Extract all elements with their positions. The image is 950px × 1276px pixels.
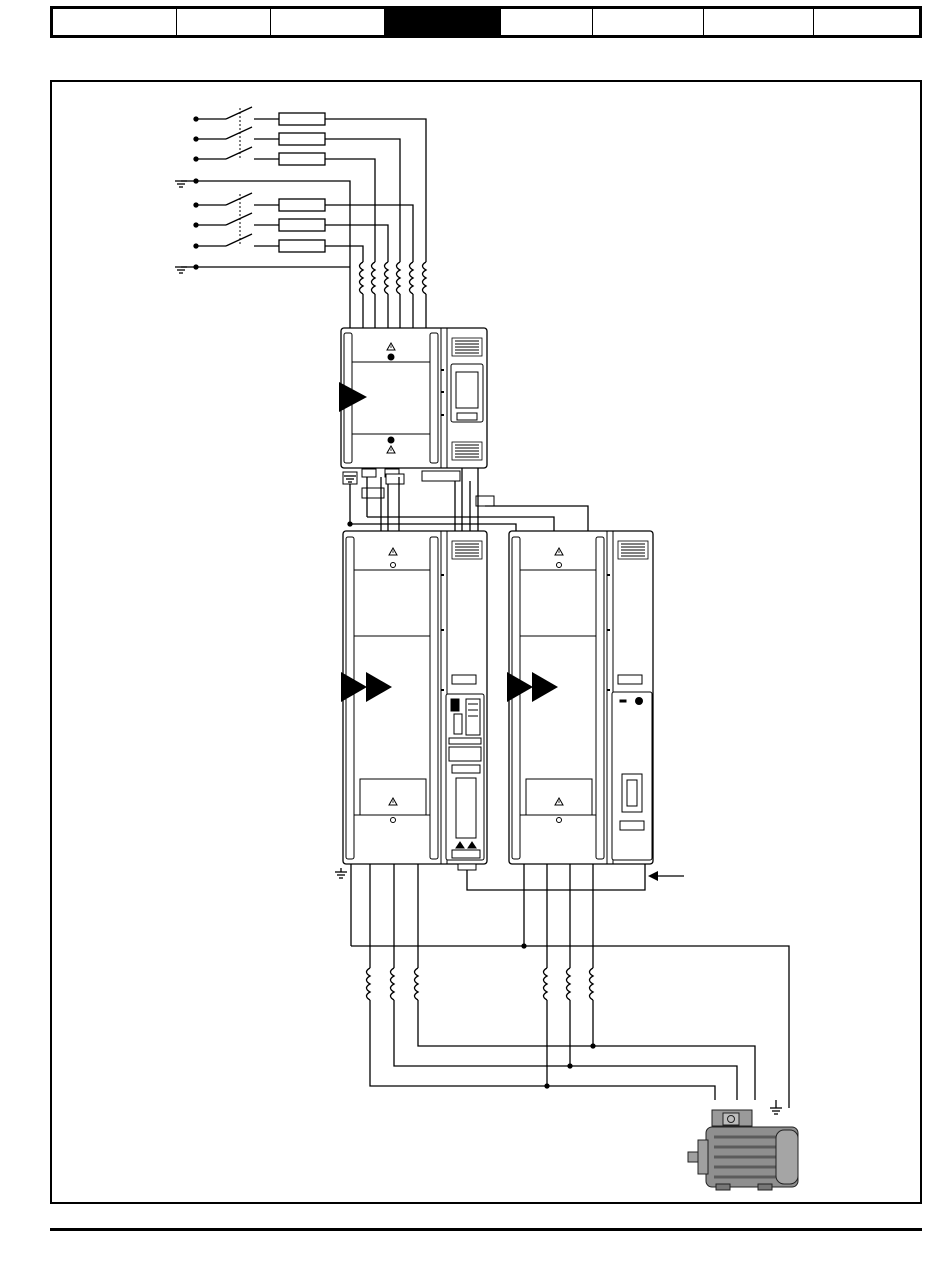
isolator-blade — [226, 213, 252, 225]
fuse — [279, 219, 325, 231]
input-chokes — [360, 262, 427, 328]
output-wiring — [335, 864, 789, 1114]
inverter-module-1 — [341, 531, 487, 870]
rectifier-module — [339, 328, 487, 468]
pointer-arrow — [648, 871, 684, 881]
isolator-blade — [226, 147, 252, 159]
isolator-blade — [226, 193, 252, 205]
fan-grille-icon — [452, 541, 482, 559]
fuse — [279, 113, 325, 125]
isolator-blade — [226, 234, 252, 246]
blanking-cover — [612, 692, 652, 860]
dc-bus-wiring — [343, 468, 588, 531]
fuse — [279, 153, 325, 165]
fuse — [279, 133, 325, 145]
isolator-blade — [226, 107, 252, 119]
fan-grille-icon — [452, 338, 482, 356]
inverter-module-2 — [507, 531, 653, 864]
fuse — [279, 199, 325, 211]
motor-icon — [688, 1110, 798, 1190]
fan-grille-icon — [618, 541, 648, 559]
arrow-head-icon — [648, 871, 658, 881]
fan-grille-icon — [452, 442, 482, 460]
footer-rule — [50, 1228, 922, 1231]
isolator-blade — [226, 127, 252, 139]
fuse — [279, 240, 325, 252]
supply-group-2 — [175, 193, 413, 273]
control-pod — [446, 694, 484, 860]
